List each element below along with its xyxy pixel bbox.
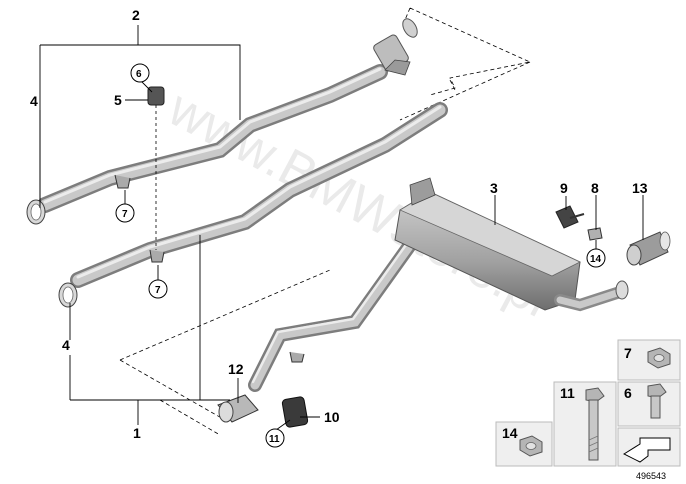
callout-5: 5	[114, 92, 122, 108]
image-number: 496543	[636, 471, 666, 481]
circle-6-marker	[130, 63, 150, 83]
callout-8: 8	[591, 180, 599, 196]
rubber-mount-10	[281, 396, 309, 428]
nut-icon	[647, 347, 671, 369]
circle-11-marker	[265, 428, 285, 448]
legend-box-11	[553, 381, 617, 467]
circle-7a-marker	[115, 203, 135, 223]
circled-6: 6	[136, 69, 142, 80]
watermark: www.BMWstore.pl	[158, 79, 559, 329]
circled-14: 14	[590, 254, 602, 265]
callout-4-bottom: 4	[62, 337, 70, 353]
legend-label-11: 11	[560, 385, 575, 401]
circled-11: 11	[269, 434, 280, 445]
legend-label-6: 6	[624, 385, 632, 401]
hardware-legend: 7 11 6 14	[495, 339, 681, 467]
long-bolt-icon	[585, 387, 605, 461]
circled-7-upper: 7	[122, 209, 128, 220]
direction-arrow-icon	[622, 437, 671, 463]
legend-label-14: 14	[502, 425, 518, 441]
callout-4-top: 4	[30, 93, 38, 109]
front-pipe-lower	[58, 102, 448, 308]
clamp-12	[217, 394, 259, 423]
flange-nut-icon	[519, 435, 543, 457]
circle-14-marker	[586, 248, 606, 268]
short-bolt-icon	[647, 383, 667, 419]
rear-muffler	[394, 177, 629, 312]
callout-13: 13	[632, 180, 648, 196]
circle-7b-marker	[148, 279, 168, 299]
circled-7-lower: 7	[155, 285, 161, 296]
callout-3: 3	[490, 180, 498, 196]
tailpipe-tip	[626, 231, 671, 266]
callout-12: 12	[228, 361, 244, 377]
rubber-mount-9	[555, 205, 585, 229]
callout-1: 1	[133, 425, 141, 441]
assembly-dashed-outline	[119, 7, 532, 436]
leader-lines	[39, 25, 644, 431]
bracket-8	[587, 227, 603, 241]
legend-label-7: 7	[624, 345, 632, 361]
callout-10: 10	[324, 409, 340, 425]
callout-2: 2	[132, 7, 140, 23]
front-pipe-upper	[26, 18, 418, 225]
rear-pipe	[248, 238, 417, 392]
callout-9: 9	[560, 180, 568, 196]
